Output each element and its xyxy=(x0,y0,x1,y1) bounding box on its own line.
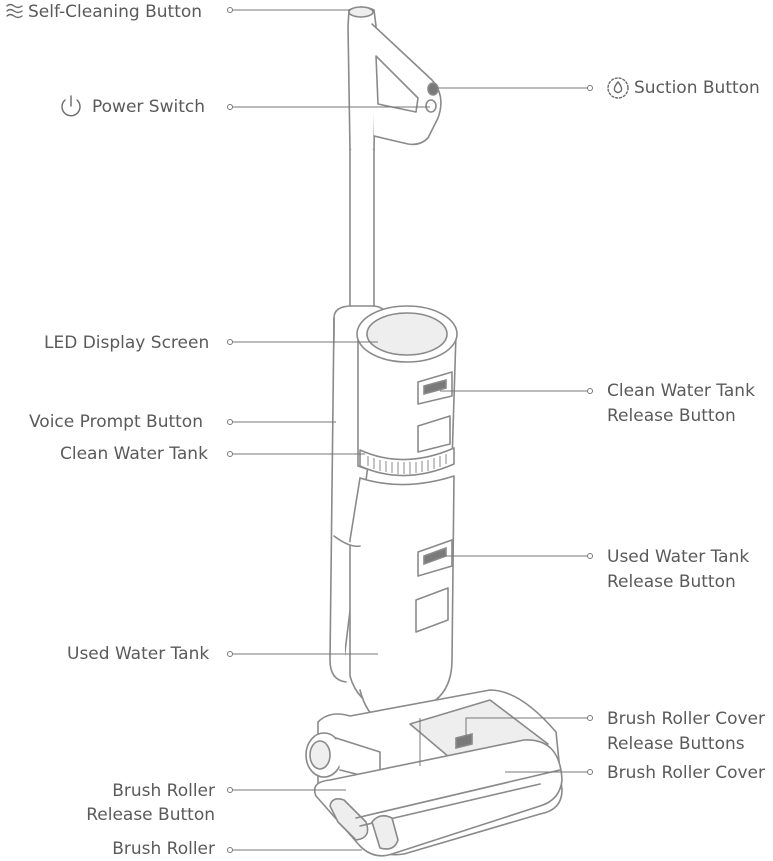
label-used-water-tank-release-line1: Used Water Tank xyxy=(607,547,750,567)
leader-dots xyxy=(227,7,593,853)
label-clean-water-tank-release-line1: Clean Water Tank xyxy=(607,381,755,401)
suction-icon xyxy=(607,77,629,99)
label-suction-button: Suction Button xyxy=(634,78,760,98)
label-brush-roller-cover-release-line1: Brush Roller Cover xyxy=(607,709,765,729)
label-used-water-tank-release-line2: Release Button xyxy=(607,572,736,592)
label-used-water-tank: Used Water Tank xyxy=(67,644,210,664)
label-brush-roller-release-line1: Brush Roller xyxy=(112,781,215,801)
label-power-switch: Power Switch xyxy=(92,97,206,117)
label-brush-roller-release-line2: Release Button xyxy=(86,805,215,825)
label-voice-prompt-button: Voice Prompt Button xyxy=(29,412,203,432)
knurl-ring xyxy=(367,454,447,474)
power-icon xyxy=(61,95,81,117)
label-self-cleaning-button: Self-Cleaning Button xyxy=(28,2,203,22)
label-brush-roller-cover-release-line2: Release Buttons xyxy=(607,734,745,754)
leader-lines xyxy=(231,9,589,851)
label-clean-water-tank-release-line2: Release Button xyxy=(607,406,736,426)
label-clean-water-tank: Clean Water Tank xyxy=(60,444,208,464)
label-led-display-screen: LED Display Screen xyxy=(44,333,210,353)
label-brush-roller: Brush Roller xyxy=(112,839,215,859)
vacuum-illustration xyxy=(305,6,563,857)
label-brush-roller-cover: Brush Roller Cover xyxy=(607,763,765,783)
self-cleaning-icon xyxy=(6,3,23,19)
